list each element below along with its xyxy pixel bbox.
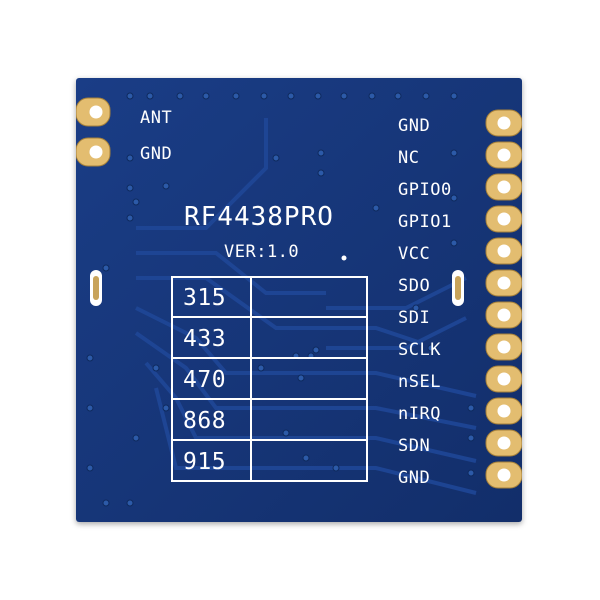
freq-cell-868: 868 — [183, 408, 227, 434]
pin-label-nsel: nSEL — [398, 372, 441, 392]
pin-label-sdi: SDI — [398, 308, 431, 328]
pin-label-nirq: nIRQ — [398, 404, 441, 424]
copper-traces — [134, 118, 477, 495]
module-version: VER:1.0 — [224, 242, 300, 262]
pin-label-gnd-top: GND — [398, 116, 431, 136]
pin-label-gnd-bottom: GND — [398, 468, 431, 488]
frequency-table: 315 433 470 868 915 — [171, 276, 368, 482]
pin-label-vcc: VCC — [398, 244, 431, 264]
pin-label-ant: ANT — [140, 108, 173, 128]
freq-cell-470: 470 — [183, 367, 227, 393]
freq-cell-315: 315 — [183, 285, 227, 311]
trace — [326, 276, 467, 310]
pin1-marker-dot — [341, 255, 347, 261]
trace — [144, 361, 477, 463]
trace — [136, 118, 268, 230]
pin-label-sdn: SDN — [398, 436, 431, 456]
pin-label-sdo: SDO — [398, 276, 431, 296]
trace — [136, 276, 422, 345]
pin-label-gpio0: GPIO0 — [398, 180, 452, 200]
trace — [134, 331, 477, 430]
pin-label-sclk: SCLK — [398, 340, 441, 360]
mounting-slot-left-inner — [93, 276, 99, 300]
module-name: RF4438PRO — [184, 202, 334, 232]
freq-cell-433: 433 — [183, 326, 227, 352]
pcb-board: ANT GND RF4438PRO VER:1.0 GND NC GPIO0 G… — [76, 78, 522, 522]
trace — [154, 387, 477, 495]
pcb-graphics-layer — [76, 92, 522, 507]
trace — [135, 306, 477, 398]
left-pads — [76, 97, 111, 167]
vias — [86, 92, 475, 507]
pin-label-gpio1: GPIO1 — [398, 212, 452, 232]
right-pads — [485, 109, 522, 489]
pad-hole — [89, 145, 103, 159]
trace — [136, 251, 326, 295]
pin-label-gnd-left: GND — [140, 144, 173, 164]
pin-label-nc: NC — [398, 148, 420, 168]
mounting-slot-right-inner — [455, 276, 461, 300]
frequency-table-grid — [171, 276, 368, 482]
pad-hole — [89, 105, 103, 119]
trace — [326, 316, 467, 350]
freq-cell-915: 915 — [183, 449, 227, 475]
